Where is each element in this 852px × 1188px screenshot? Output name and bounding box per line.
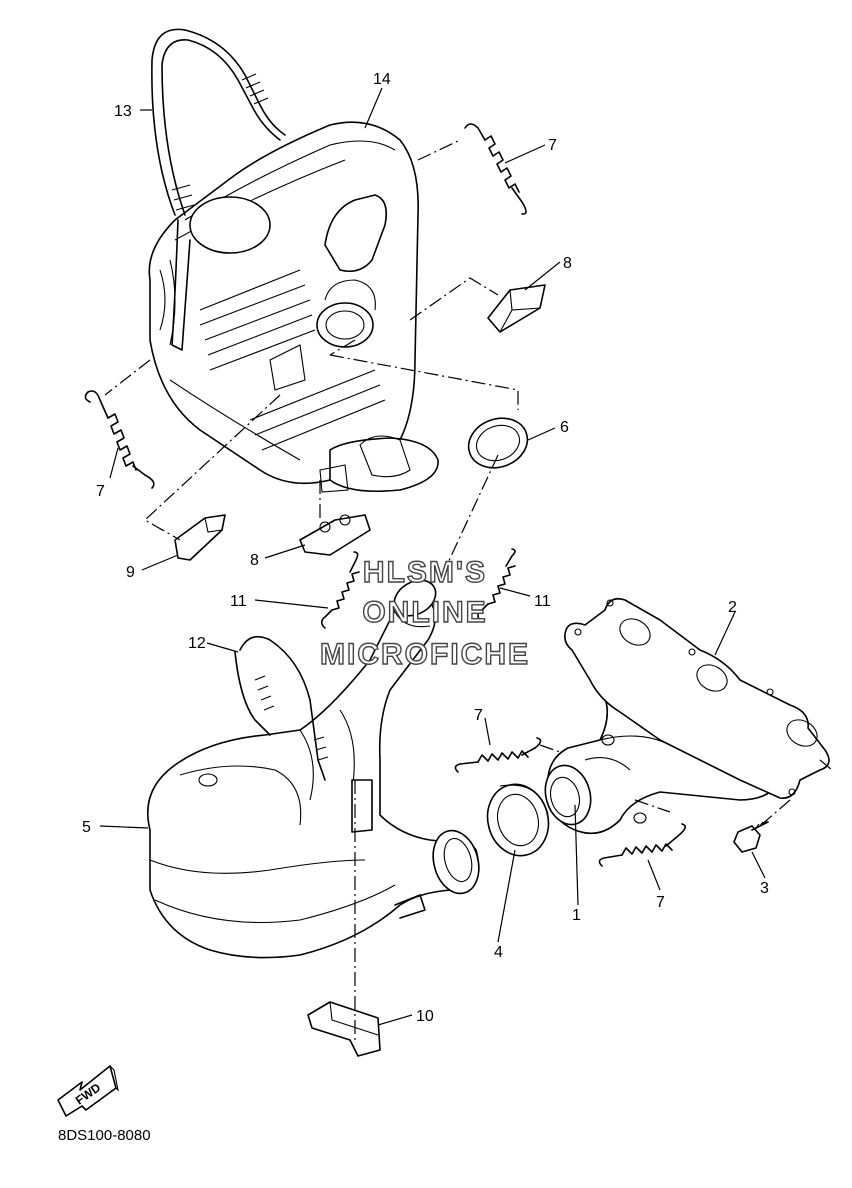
spring-part-7-left — [84, 390, 155, 489]
callout-12: 12 — [188, 635, 206, 652]
assembly-lines — [104, 139, 833, 1040]
watermark-line-2: ONLINE — [362, 596, 487, 629]
spring-part-7-bottom-right — [598, 823, 686, 867]
leader-lines — [99, 87, 766, 1026]
callout-3: 3 — [760, 880, 769, 897]
gasket-part-6 — [467, 417, 529, 469]
spring-part-11-right — [477, 548, 516, 621]
mount-part-8-upper — [487, 284, 546, 333]
callout-10: 10 — [416, 1008, 434, 1025]
watermark: HLSM'S ONLINE MICROFICHE — [319, 555, 530, 671]
callout-14: 14 — [373, 71, 391, 88]
watermark-line-3: MICROFICHE — [320, 638, 530, 671]
callout-9: 9 — [126, 564, 135, 581]
callout-11-right: 11 — [534, 593, 551, 610]
spring-part-7-center — [454, 737, 542, 773]
callout-1: 1 — [572, 907, 581, 924]
gasket-part-2 — [564, 597, 830, 799]
callout-4: 4 — [494, 944, 503, 961]
callout-8-upper: 8 — [563, 255, 572, 272]
callout-7-center: 7 — [474, 707, 483, 724]
callout-2: 2 — [728, 599, 737, 616]
callout-6: 6 — [560, 419, 569, 436]
callout-7-top-right: 7 — [548, 137, 557, 154]
spring-part-11-left — [320, 551, 360, 629]
reference-code: 8DS100-8080 — [58, 1127, 151, 1144]
joint-part-4 — [486, 783, 550, 857]
mount-part-9 — [174, 514, 226, 561]
bolt-part-3 — [733, 819, 769, 853]
callout-5: 5 — [82, 819, 91, 836]
callouts: 13 14 7 8 6 7 9 8 11 11 12 2 7 5 4 1 7 3… — [82, 71, 769, 1025]
callout-13: 13 — [114, 103, 132, 120]
strap-part-13 — [151, 28, 286, 351]
callout-7-left: 7 — [96, 483, 105, 500]
callout-7-bottom-right: 7 — [656, 894, 665, 911]
strap-part-12 — [234, 635, 329, 781]
watermark-line-1: HLSM'S — [363, 556, 487, 589]
muffler-part-14 — [148, 121, 439, 493]
plate-part-10 — [307, 1001, 381, 1057]
chamber-part-5 — [146, 579, 480, 959]
spring-part-7-top-right — [464, 123, 527, 215]
callout-11-left: 11 — [230, 593, 247, 610]
mount-part-8-lower — [299, 514, 371, 556]
callout-8-lower: 8 — [250, 552, 259, 569]
fwd-arrow-icon: FWD — [57, 1065, 119, 1117]
